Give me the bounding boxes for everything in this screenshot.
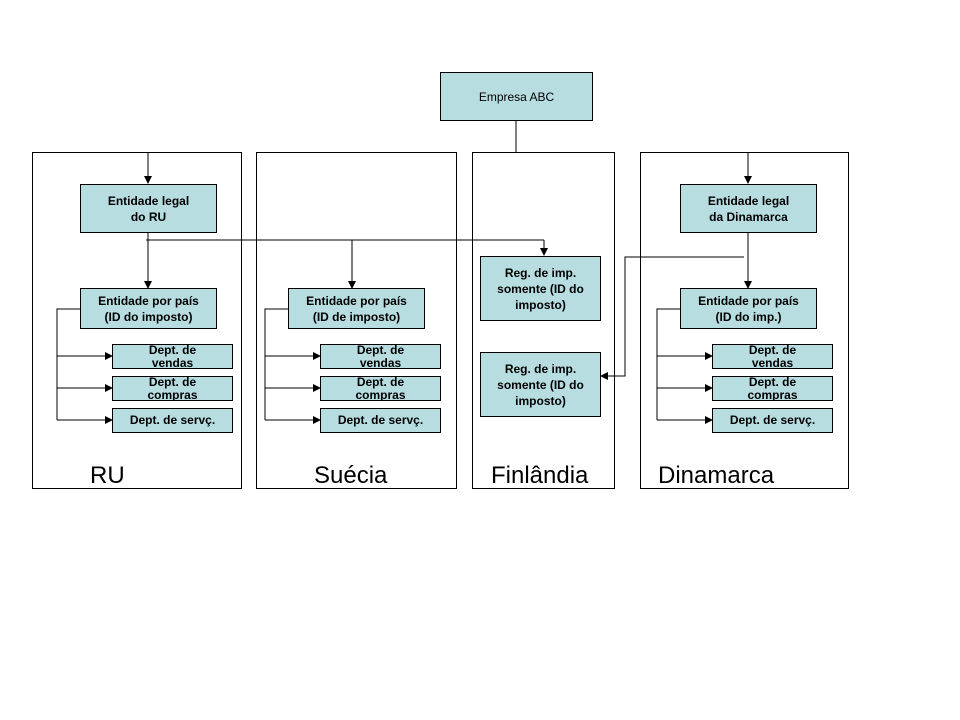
finland-tax-reg-2: Reg. de imp. somente (ID do imposto) [480, 352, 601, 417]
finland-tax-reg-1: Reg. de imp. somente (ID do imposto) [480, 256, 601, 321]
uk-country-entity: Entidade por país (ID do imposto) [80, 288, 217, 329]
country-label-denmark: Dinamarca [658, 462, 775, 489]
uk-dept-service: Dept. de servç. [112, 408, 233, 433]
sweden-country-entity: Entidade por país (ID de imposto) [288, 288, 425, 329]
denmark-country-entity: Entidade por país (ID do imp.) [680, 288, 817, 329]
uk-legal-entity: Entidade legal do RU [80, 184, 217, 233]
country-label-uk: RU [90, 462, 125, 489]
denmark-dept-purchasing: Dept. de compras [712, 376, 833, 401]
denmark-legal-entity: Entidade legal da Dinamarca [680, 184, 817, 233]
sweden-dept-service: Dept. de servç. [320, 408, 441, 433]
sweden-dept-purchasing: Dept. de compras [320, 376, 441, 401]
uk-dept-purchasing: Dept. de compras [112, 376, 233, 401]
sweden-dept-sales: Dept. de vendas [320, 344, 441, 369]
root-node: Empresa ABC [440, 72, 593, 121]
denmark-dept-sales: Dept. de vendas [712, 344, 833, 369]
country-label-sweden: Suécia [314, 462, 388, 489]
denmark-dept-service: Dept. de servç. [712, 408, 833, 433]
uk-dept-sales: Dept. de vendas [112, 344, 233, 369]
country-label-finland: Finlândia [491, 462, 589, 489]
